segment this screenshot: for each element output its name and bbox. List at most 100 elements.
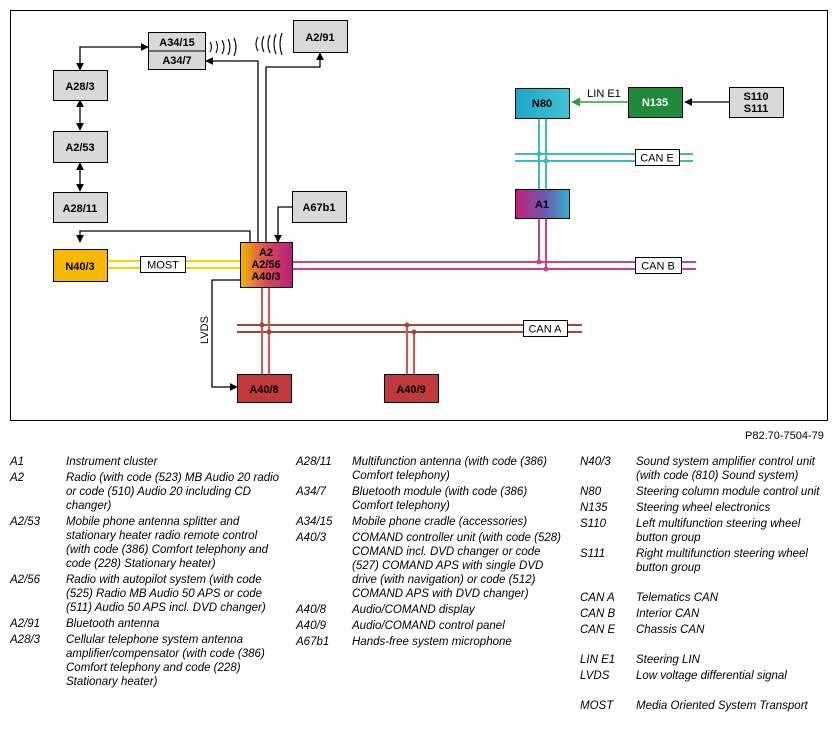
legend-desc: Interior CAN: [636, 608, 700, 620]
node-a40-8-label: A40/8: [249, 384, 278, 396]
legend-item: A40/9 Audio/COMAND control panel: [296, 619, 568, 633]
node-a28-11[interactable]: A28/11: [53, 192, 108, 223]
legend-gap: [580, 685, 830, 699]
node-n135[interactable]: N135: [628, 87, 683, 118]
node-n135-label: N135: [642, 97, 668, 109]
wireless-waves-icon: [209, 32, 283, 57]
legend-code: A40/3: [296, 532, 327, 544]
legend-desc: Steering LIN: [636, 654, 700, 666]
legend-item: CAN B Interior CAN: [580, 607, 830, 621]
node-n80[interactable]: N80: [515, 88, 570, 119]
can-e-label-text: CAN E: [640, 153, 674, 165]
node-a67b1-label: A67b1: [302, 202, 335, 214]
legend-item: A2/56 Radio with autopilot system (with c…: [10, 573, 280, 615]
legend-desc: Left multifunction steering wheel button…: [636, 518, 801, 544]
node-a67b1[interactable]: A67b1: [292, 191, 347, 223]
legend-desc: Steering wheel electronics: [636, 502, 771, 514]
legend-code: CAN B: [580, 608, 616, 620]
legend-desc: Steering column module control unit: [636, 486, 820, 498]
legend-item: CAN E Chassis CAN: [580, 623, 830, 637]
legend-code: A1: [10, 456, 25, 468]
legend-desc: Telematics CAN: [636, 592, 719, 604]
legend-code: A2/56: [10, 574, 41, 586]
node-a2[interactable]: A2 A2/56 A40/3: [240, 242, 293, 288]
node-n40-3[interactable]: N40/3: [53, 249, 108, 282]
legend-desc: Audio/COMAND control panel: [352, 620, 505, 632]
diagram-frame: [10, 10, 828, 421]
legend-gap: [580, 639, 830, 653]
legend-code: S110: [580, 518, 607, 530]
can-b-bus: [293, 218, 696, 272]
node-a28-3-label: A28/3: [65, 81, 94, 93]
legend-code: A67b1: [296, 636, 330, 648]
legend-code: S111: [580, 548, 606, 560]
legend-code: CAN A: [580, 592, 615, 604]
legend-item: A2/53 Mobile phone antenna splitter and s…: [10, 515, 280, 571]
node-a2-53[interactable]: A2/53: [53, 131, 108, 163]
can-a-label-text: CAN A: [528, 324, 562, 336]
most-label-text: MOST: [147, 260, 179, 272]
legend-code: A2/53: [10, 516, 41, 528]
node-a40-3-label: A40/3: [251, 271, 280, 283]
legend-desc: Media Oriented System Transport: [636, 700, 808, 712]
legend-item: CAN A Telematics CAN: [580, 591, 830, 605]
legend-item: LIN E1 Steering LIN: [580, 653, 830, 667]
legend-code: A28/11: [296, 456, 332, 468]
node-a2-53-label: A2/53: [65, 142, 94, 154]
most-label: MOST: [140, 256, 186, 273]
legend-code: A40/9: [296, 620, 327, 632]
node-a2-label: A2: [259, 247, 273, 259]
node-a1[interactable]: A1: [515, 189, 570, 219]
reference-number: P82.70-7504-79: [745, 430, 824, 442]
node-a34[interactable]: A34/15 A34/7: [148, 32, 206, 70]
node-a40-9-label: A40/9: [396, 384, 425, 396]
legend-item: A2 Radio (with code (523) MB Audio 20 rad…: [10, 471, 280, 513]
node-a2-56-label: A2/56: [251, 259, 280, 271]
can-b-label: CAN B: [635, 257, 682, 274]
can-e-label: CAN E: [635, 149, 680, 166]
lvds-label: LVDS: [199, 316, 211, 344]
legend-desc: Radio with autopilot system (with code (…: [66, 574, 266, 614]
node-a40-8[interactable]: A40/8: [237, 374, 292, 403]
node-a2-91[interactable]: A2/91: [293, 20, 348, 53]
legend-code: N40/3: [580, 456, 611, 468]
legend-code: LVDS: [580, 670, 610, 682]
legend-desc: Mobile phone antenna splitter and statio…: [66, 516, 268, 570]
node-s111-label: S111: [744, 103, 768, 115]
node-a2-91-label: A2/91: [305, 32, 334, 44]
node-a28-11-label: A28/11: [63, 203, 98, 215]
legend-desc: Chassis CAN: [636, 624, 705, 636]
legend-desc: Bluetooth module (with code (386) Comfor…: [352, 486, 528, 512]
legend-desc: Right multifunction steering wheel butto…: [636, 548, 808, 574]
node-s110-label: S110: [743, 91, 768, 103]
node-a40-9[interactable]: A40/9: [384, 374, 439, 403]
legend-gap: [580, 577, 830, 591]
legend-code: A40/8: [296, 604, 327, 616]
can-b-label-text: CAN B: [641, 261, 675, 273]
legend-desc: Audio/COMAND display: [352, 604, 475, 616]
legend-desc: Radio (with code (523) MB Audio 20 radio…: [66, 472, 280, 512]
node-s110-s111[interactable]: S110 S111: [729, 87, 784, 118]
legend-code: N135: [580, 502, 608, 514]
node-a1-label: A1: [535, 199, 549, 211]
connections: [76, 43, 729, 391]
legend-desc: COMAND controller unit (with code (528) …: [352, 532, 561, 600]
legend-code: A2: [10, 472, 25, 484]
legend-code: A28/3: [10, 634, 41, 646]
legend-code: LIN E1: [580, 654, 616, 666]
legend-item: N135 Steering wheel electronics: [580, 501, 830, 515]
legend-code: CAN E: [580, 624, 616, 636]
node-a28-3[interactable]: A28/3: [53, 70, 108, 101]
node-n80-label: N80: [532, 98, 552, 110]
legend-item: S110 Left multifunction steering wheel bu…: [580, 517, 830, 545]
network-diagram: A34/15 A34/7 A2/91 A28/3 A2/53 A28/11 A6…: [10, 10, 828, 421]
